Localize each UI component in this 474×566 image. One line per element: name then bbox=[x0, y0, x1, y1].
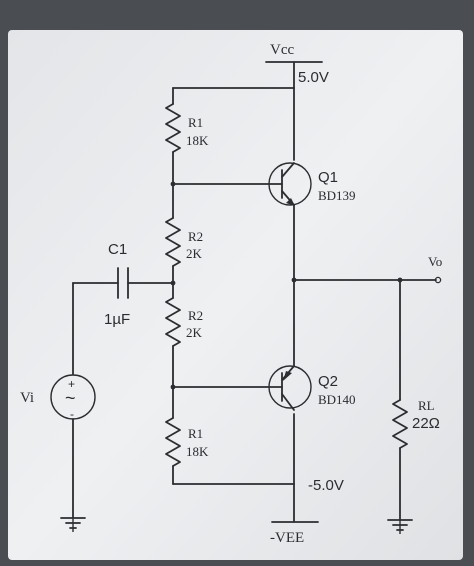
r1-bottom-value: 18K bbox=[186, 444, 209, 459]
vi-plus-sign: + bbox=[68, 377, 75, 391]
paper-sheet bbox=[8, 30, 463, 560]
vi-ground-icon bbox=[60, 517, 86, 532]
vcc-label: Vcc bbox=[270, 42, 294, 58]
q1-part: BD139 bbox=[318, 188, 356, 203]
rl-resistor bbox=[392, 399, 408, 449]
r2-top-resistor bbox=[165, 217, 181, 267]
q2-collector-leg bbox=[281, 393, 295, 411]
vo-terminal[interactable] bbox=[434, 276, 442, 284]
q1-emitter-arrow-icon bbox=[286, 198, 295, 206]
vo-label: Vo bbox=[428, 254, 442, 269]
vcc-value: 5.0V bbox=[298, 69, 329, 86]
junction-r2-r1-bottom bbox=[170, 384, 176, 390]
r2-bottom-value: 2K bbox=[186, 325, 203, 340]
rl-value: 22Ω bbox=[412, 415, 440, 432]
q1-name: Q1 bbox=[318, 169, 338, 186]
c1-value: 1µF bbox=[104, 311, 130, 328]
junction-rl bbox=[397, 277, 403, 283]
r1-top-value: 18K bbox=[186, 133, 209, 148]
vee-value: -5.0V bbox=[308, 477, 344, 494]
vi-label: Vi bbox=[20, 390, 34, 406]
c1-name: C1 bbox=[108, 241, 127, 258]
r1-top-name: R1 bbox=[188, 115, 203, 130]
r2-top-name: R2 bbox=[188, 229, 203, 244]
junction-r1-r2-top bbox=[170, 181, 176, 187]
vi-minus-sign: - bbox=[70, 407, 74, 421]
r1-top-resistor bbox=[165, 103, 181, 153]
q2-name: Q2 bbox=[318, 373, 338, 390]
rl-ground-icon bbox=[387, 519, 413, 534]
r2-bottom-name: R2 bbox=[188, 308, 203, 323]
q2-part: BD140 bbox=[318, 392, 356, 407]
rl-name: RL bbox=[418, 398, 435, 413]
junction-output bbox=[291, 277, 297, 283]
r2-bottom-resistor bbox=[165, 297, 181, 347]
q1-collector-leg bbox=[281, 162, 295, 178]
vee-label: -VEE bbox=[270, 530, 304, 546]
q2-emitter-arrow-icon bbox=[283, 371, 292, 381]
r2-top-value: 2K bbox=[186, 246, 203, 261]
vi-sine-symbol: ~ bbox=[65, 388, 76, 408]
r1-bottom-resistor bbox=[165, 417, 181, 467]
junction-input bbox=[170, 280, 176, 286]
r1-bottom-name: R1 bbox=[188, 426, 203, 441]
